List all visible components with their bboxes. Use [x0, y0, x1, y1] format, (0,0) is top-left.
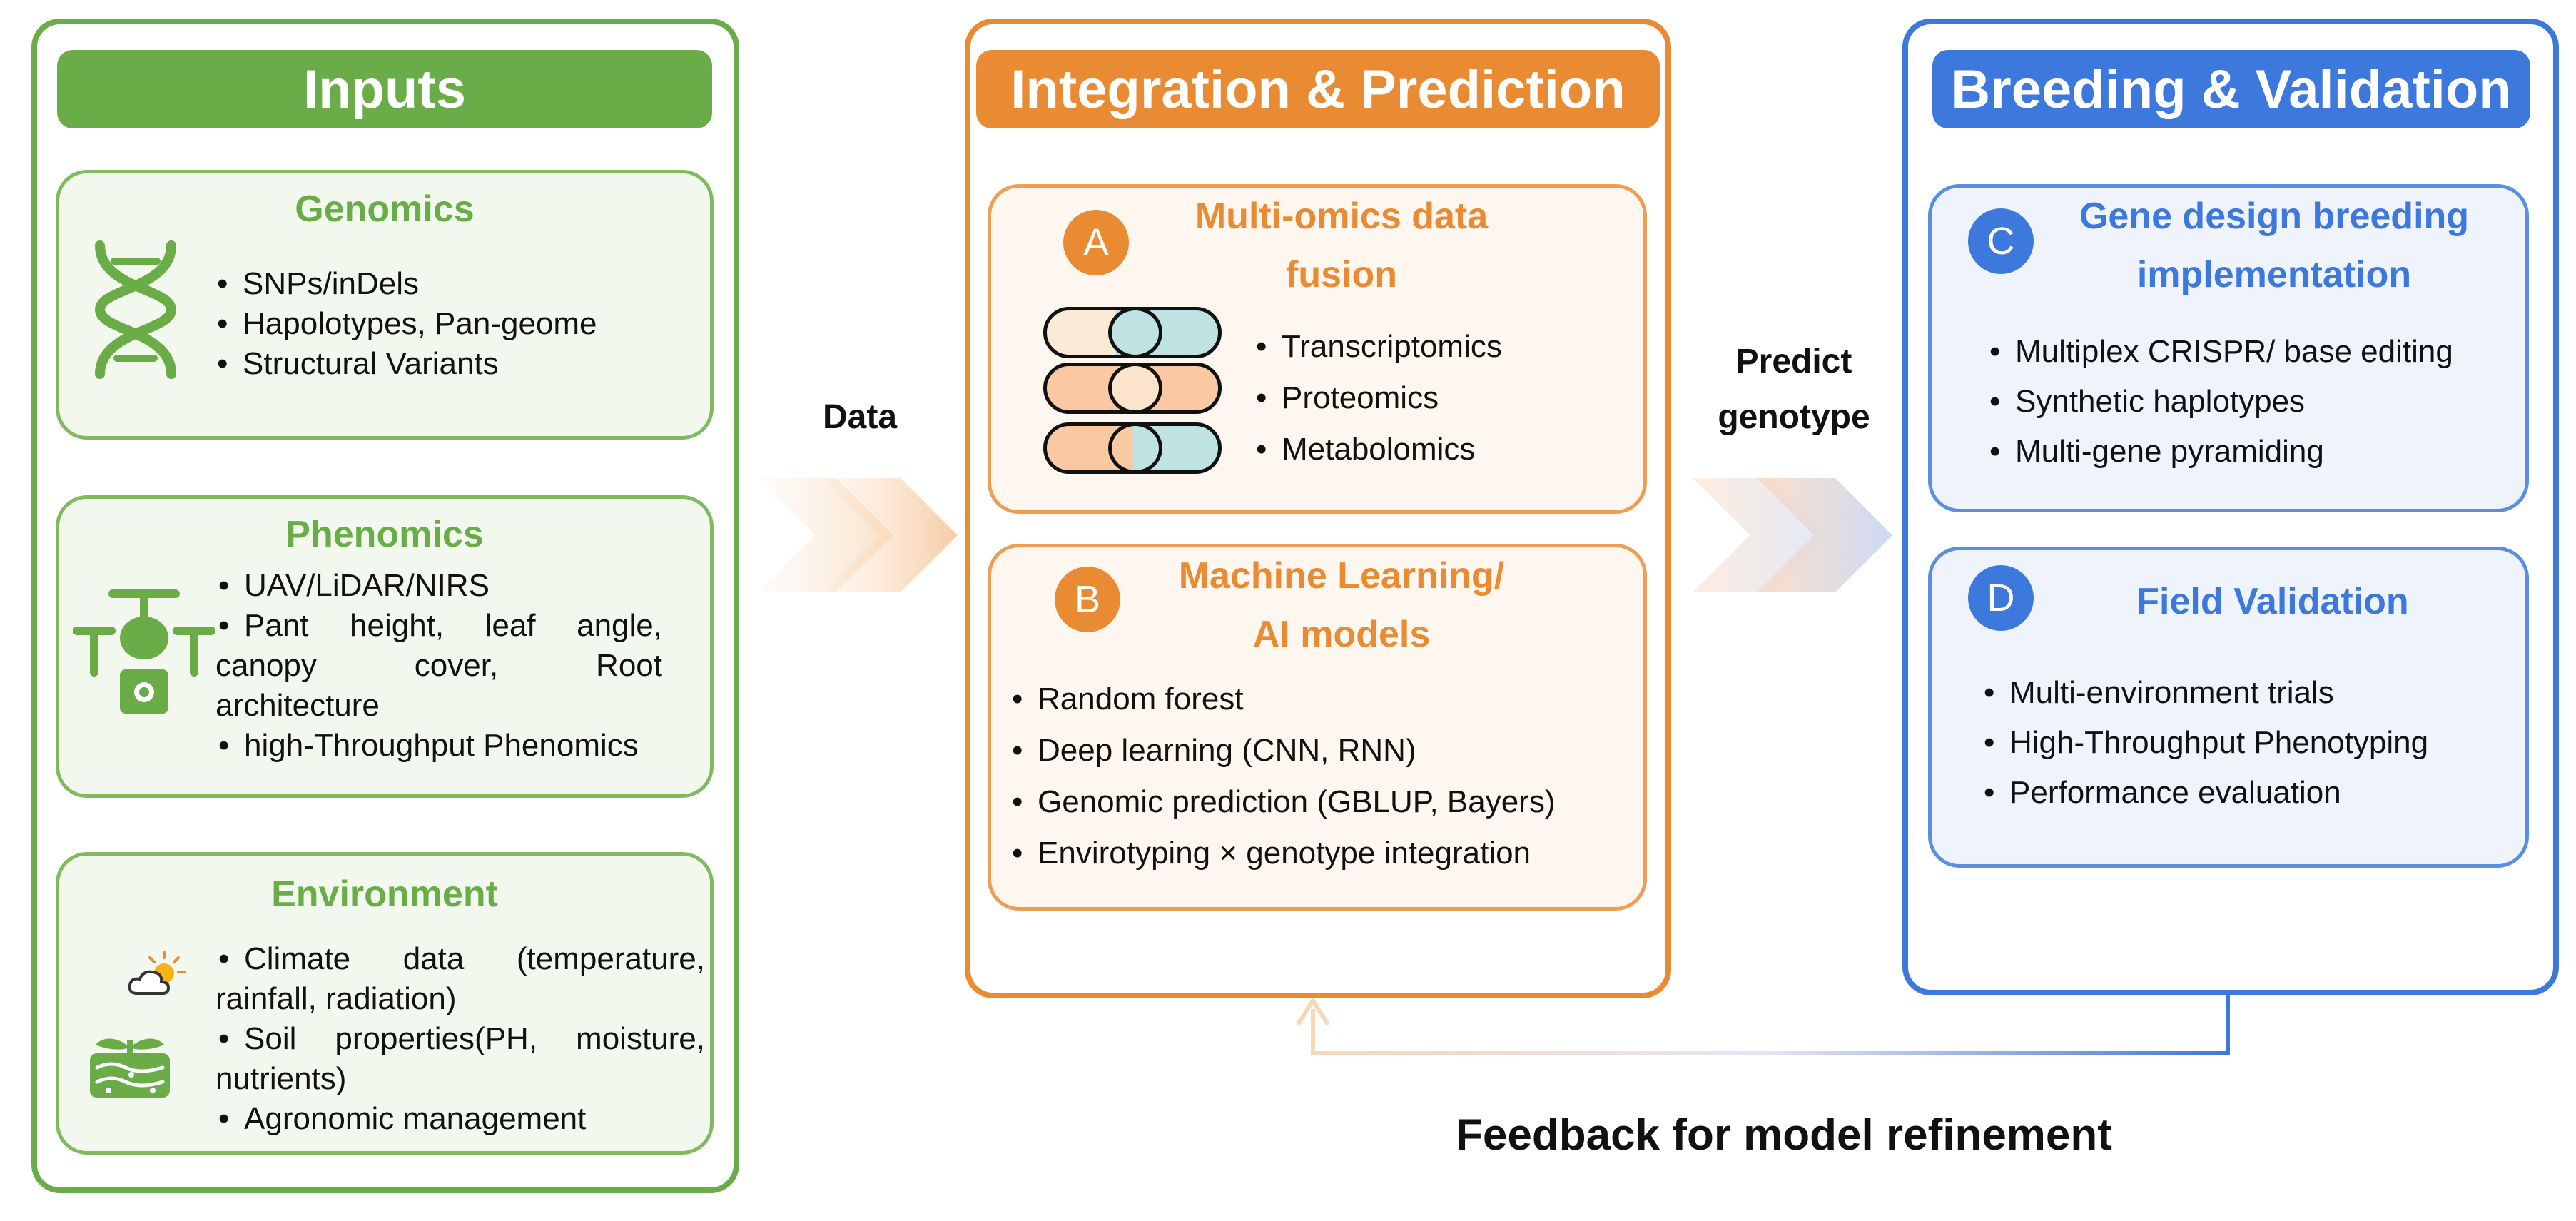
breeding-column: [1902, 19, 2559, 995]
list-item: Proteomics: [1253, 373, 1567, 424]
list-item: Genomic prediction (GBLUP, Bayers): [1009, 776, 1637, 828]
data-chevron-arrow: [758, 478, 958, 592]
ml-models-title-line2: AI models: [1252, 614, 1431, 655]
list-item-continuation: canopy cover, Root: [215, 648, 662, 683]
integration-banner: Integration & Prediction: [976, 50, 1660, 128]
pill-circle: [1108, 310, 1162, 355]
multi-omics-title-line2: fusion: [1286, 254, 1397, 295]
metabolomics-pill: [1043, 422, 1222, 474]
badge-c: C: [1968, 208, 2034, 274]
list-item: high-Throughput Phenomics: [215, 726, 662, 766]
field-validation-list: Multi-environment trials High-Throughput…: [1981, 668, 2523, 818]
list-item: Pant height, leaf angle,: [215, 606, 662, 646]
feedback-label: Feedback for model refinement: [1456, 1110, 2112, 1160]
predict-label-line2: genotype: [1718, 398, 1870, 436]
phenomics-title: Phenomics: [285, 514, 484, 555]
list-item: Multiplex CRISPR/ base editing: [1987, 327, 2515, 377]
proteomics-pill: [1043, 363, 1222, 414]
badge-d: D: [1968, 565, 2034, 631]
feedback-arrow: [1297, 995, 2230, 1055]
predict-chevron-arrow: [1693, 478, 1892, 592]
list-item: SNPs/inDels: [214, 264, 706, 304]
list-item: Random forest: [1009, 674, 1637, 725]
omics-list: Transcriptomics Proteomics Metabolomics: [1253, 321, 1567, 475]
list-item: Hapolotypes, Pan-geome: [214, 304, 706, 344]
phenomics-list: UAV/LiDAR/NIRS Pant height, leaf angle, …: [215, 566, 662, 766]
multi-omics-title-line1: Multi-omics data: [1195, 196, 1489, 237]
list-item-continuation: rainfall, radiation): [215, 981, 457, 1016]
ml-models-title-line1: Machine Learning/: [1178, 555, 1505, 597]
list-item-continuation: nutrients): [215, 1061, 347, 1096]
dna-icon: [94, 240, 177, 379]
ml-models-list: Random forest Deep learning (CNN, RNN) G…: [1009, 674, 1637, 879]
ml-models-title: Machine Learning/ AI models: [1127, 547, 1556, 664]
data-arrow-label: Data: [822, 398, 898, 436]
list-item: Agronomic management: [215, 1099, 705, 1139]
list-item: Performance evaluation: [1981, 768, 2523, 818]
badge-a: A: [1063, 210, 1129, 275]
pill-circle: [1108, 366, 1162, 410]
list-item: Synthetic haplotypes: [1987, 377, 2515, 427]
list-item: Climate data (temperature,: [215, 939, 705, 979]
drone-icon: [73, 589, 215, 714]
gene-design-title: Gene design breeding implementation: [2042, 187, 2506, 304]
breeding-banner: Breeding & Validation: [1932, 50, 2530, 128]
gene-design-title-line1: Gene design breeding: [2079, 196, 2470, 237]
integration-column: [965, 19, 1671, 998]
genomics-title: Genomics: [295, 188, 475, 230]
list-item: Deep learning (CNN, RNN): [1009, 725, 1637, 776]
list-item: Multi-gene pyramiding: [1987, 427, 2515, 477]
list-item: High-Throughput Phenotyping: [1981, 718, 2523, 768]
list-item: Multi-environment trials: [1981, 668, 2523, 718]
predict-genotype-label: Predict genotype: [1693, 334, 1895, 445]
list-item: Metabolomics: [1253, 424, 1567, 475]
pill-circle: [1108, 426, 1162, 470]
list-item: Soil properties(PH, moisture,: [215, 1019, 705, 1059]
list-item-continuation: architecture: [215, 688, 380, 723]
list-item: UAV/LiDAR/NIRS: [215, 566, 662, 606]
list-item: Structural Variants: [214, 344, 706, 384]
list-item: Envirotyping × genotype integration: [1009, 828, 1637, 879]
inputs-banner: Inputs: [57, 50, 712, 128]
field-validation-title: Field Validation: [2136, 581, 2409, 622]
multi-omics-title: Multi-omics data fusion: [1135, 187, 1548, 304]
badge-b: B: [1055, 567, 1120, 632]
transcriptomics-pill: [1043, 307, 1222, 358]
sun-cloud-icon: [128, 951, 186, 995]
environment-list: Climate data (temperature, rainfall, rad…: [215, 939, 705, 1139]
gene-design-list: Multiplex CRISPR/ base editing Synthetic…: [1987, 327, 2515, 477]
environment-title: Environment: [271, 873, 498, 915]
inputs-column: [31, 19, 739, 1193]
gene-design-title-line2: implementation: [2136, 254, 2412, 295]
list-item: Transcriptomics: [1253, 321, 1567, 373]
genomics-list: SNPs/inDels Hapolotypes, Pan-geome Struc…: [214, 264, 706, 384]
soil-plant-icon: [90, 1038, 170, 1098]
predict-label-line1: Predict: [1735, 343, 1852, 380]
